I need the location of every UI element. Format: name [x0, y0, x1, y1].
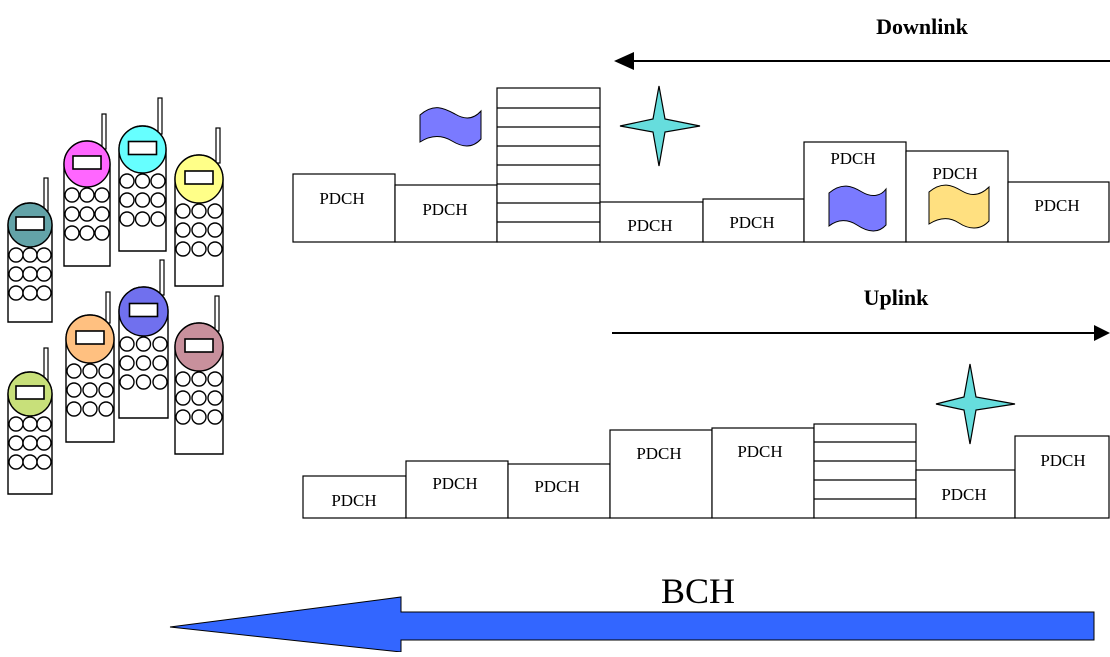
- uplink-label: Uplink: [864, 285, 930, 310]
- blue-flag-icon: [419, 107, 482, 147]
- downlink-pdch-label: PDCH: [830, 149, 875, 168]
- uplink-arrow: [612, 325, 1110, 341]
- downlink-pdch-label: PDCH: [729, 213, 774, 232]
- uplink-pdch-slot: [915, 469, 1016, 519]
- uplink-pdch-slot: [507, 463, 611, 519]
- downlink-label: Downlink: [876, 14, 968, 39]
- uplink-pdch-label: PDCH: [941, 485, 986, 504]
- uplink-pdch-label: PDCH: [534, 477, 579, 496]
- uplink-pdch-slot: [302, 475, 407, 519]
- uplink-pdch-slot: [405, 460, 509, 519]
- downlink-arrow: [614, 52, 1110, 70]
- downlink-pdch-label: PDCH: [1034, 196, 1079, 215]
- downlink-packet-stack: [496, 87, 601, 243]
- downlink-pdch-label: PDCH: [319, 189, 364, 208]
- uplink-channel-row: PDCH PDCH PDCH PDCH PDCH PDCH PDCH: [302, 423, 1110, 519]
- yellow-flag-icon: [928, 184, 990, 229]
- downlink-pdch-slot: [292, 173, 396, 243]
- uplink-pdch-label: PDCH: [636, 444, 681, 463]
- blue-flag-icon: [828, 185, 887, 232]
- star-icon: [935, 363, 1016, 445]
- mobile-phone-icon: [63, 113, 111, 267]
- mobile-phone-icon: [118, 97, 167, 252]
- uplink-pdch-label: PDCH: [1040, 451, 1085, 470]
- bch-label: BCH: [661, 571, 735, 611]
- mobile-phone-icon: [7, 347, 53, 495]
- mobile-phone-icon: [118, 259, 169, 419]
- downlink-channel-row: PDCH PDCH PDCH PDCH PDCH PDCH PDCH: [292, 87, 1110, 243]
- uplink-packet-stack: [813, 423, 917, 519]
- mobile-stations: [7, 97, 224, 495]
- mobile-phone-icon: [174, 295, 224, 455]
- mobile-phone-icon: [65, 291, 115, 443]
- uplink-pdch-slot: [1014, 435, 1110, 519]
- uplink-pdch-slot: [711, 427, 815, 519]
- downlink-pdch-label: PDCH: [932, 164, 977, 183]
- uplink-pdch-label: PDCH: [331, 491, 376, 510]
- star-icon: [619, 85, 701, 167]
- downlink-pdch-label: PDCH: [422, 200, 467, 219]
- uplink-pdch-label: PDCH: [432, 474, 477, 493]
- mobile-phone-icon: [7, 177, 53, 323]
- mobile-phone-icon: [174, 127, 224, 287]
- bch-arrow: [169, 596, 1095, 653]
- downlink-pdch-slot: [1007, 181, 1110, 243]
- uplink-pdch-label: PDCH: [737, 442, 782, 461]
- downlink-pdch-label: PDCH: [627, 216, 672, 235]
- uplink-pdch-slot: [609, 429, 713, 519]
